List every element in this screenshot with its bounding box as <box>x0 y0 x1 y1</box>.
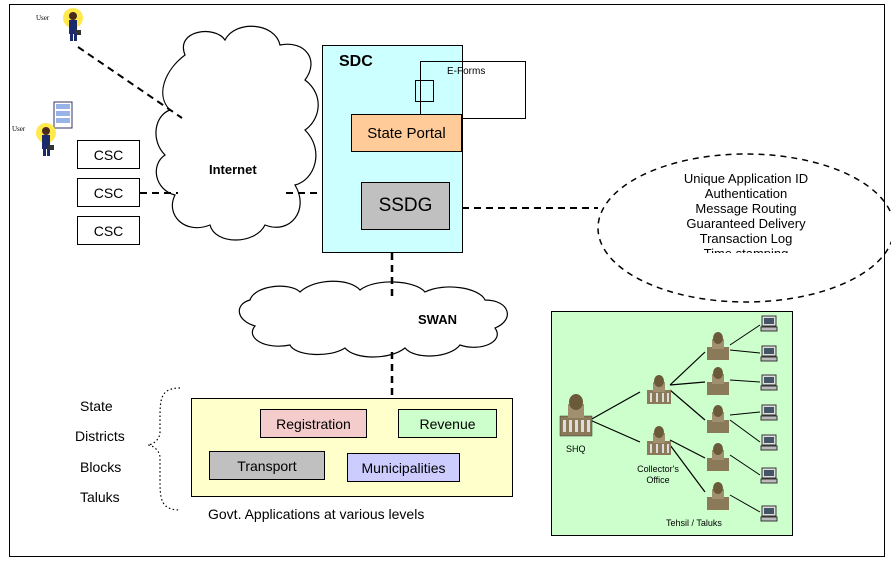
district-building-icon <box>645 374 673 406</box>
level-state: State <box>80 398 113 414</box>
computer-icon <box>760 505 778 523</box>
internet-cloud <box>155 25 319 241</box>
tehsil-building-icon <box>705 332 731 362</box>
transport-box: Transport <box>209 451 325 480</box>
swan-cloud <box>238 280 508 358</box>
level-taluks: Taluks <box>80 489 120 505</box>
collector-building-icon <box>645 425 673 457</box>
state-portal-box: State Portal <box>351 114 462 152</box>
shq-label: SHQ <box>566 444 586 454</box>
collector-label: Collector's Office <box>628 464 688 486</box>
csc-box-2: CSC <box>77 178 140 207</box>
feature-item: Guaranteed Delivery <box>686 216 806 231</box>
computer-icon <box>760 374 778 392</box>
shq-building-icon <box>558 392 594 438</box>
ssdg-box: SSDG <box>361 182 450 230</box>
feature-item: Transaction Log <box>699 231 793 246</box>
tehsil-building-icon <box>705 482 731 512</box>
swan-label: SWAN <box>418 312 457 327</box>
collector-label-line1: Collector's <box>637 464 679 474</box>
feature-item: Message Routing <box>695 201 797 216</box>
user-top-icon <box>62 8 84 42</box>
features-list: Unique Application ID Authentication Mes… <box>650 171 842 253</box>
server-icon <box>53 101 73 129</box>
user-top-label: User <box>36 14 50 22</box>
level-blocks: Blocks <box>80 459 122 475</box>
diagram-frame <box>9 4 885 557</box>
user-left-icon <box>35 123 57 157</box>
feature-item: Authentication <box>704 186 788 201</box>
computer-icon <box>760 434 778 452</box>
tehsil-label: Tehsil / Taluks <box>666 518 722 528</box>
eforms-frame <box>420 61 526 119</box>
sdc-title: SDC <box>339 53 373 70</box>
applications-caption: Govt. Applications at various levels <box>208 506 425 522</box>
features-ellipse <box>597 153 891 303</box>
csc-box-1: CSC <box>77 140 140 169</box>
levels-bracket <box>147 387 181 511</box>
csc-box-3: CSC <box>77 216 140 245</box>
computer-icon <box>760 467 778 485</box>
computer-icon <box>760 315 778 333</box>
municipalities-box: Municipalities <box>347 453 460 482</box>
collector-label-line2: Office <box>646 475 670 485</box>
feature-item: Unique Application ID <box>683 171 809 186</box>
eforms-label: E-Forms <box>447 66 486 77</box>
level-districts: Districts <box>75 428 125 444</box>
computer-icon <box>760 404 778 422</box>
revenue-box: Revenue <box>398 409 497 438</box>
registration-box: Registration <box>260 409 367 438</box>
feature-item: Time stamping <box>650 246 842 253</box>
computer-icon <box>760 345 778 363</box>
eforms-small-square <box>415 80 434 102</box>
tehsil-building-icon <box>705 405 731 435</box>
user-left-label: User <box>12 125 26 133</box>
tehsil-building-icon <box>705 367 731 397</box>
tehsil-building-icon <box>705 443 731 473</box>
internet-label: Internet <box>209 162 257 177</box>
